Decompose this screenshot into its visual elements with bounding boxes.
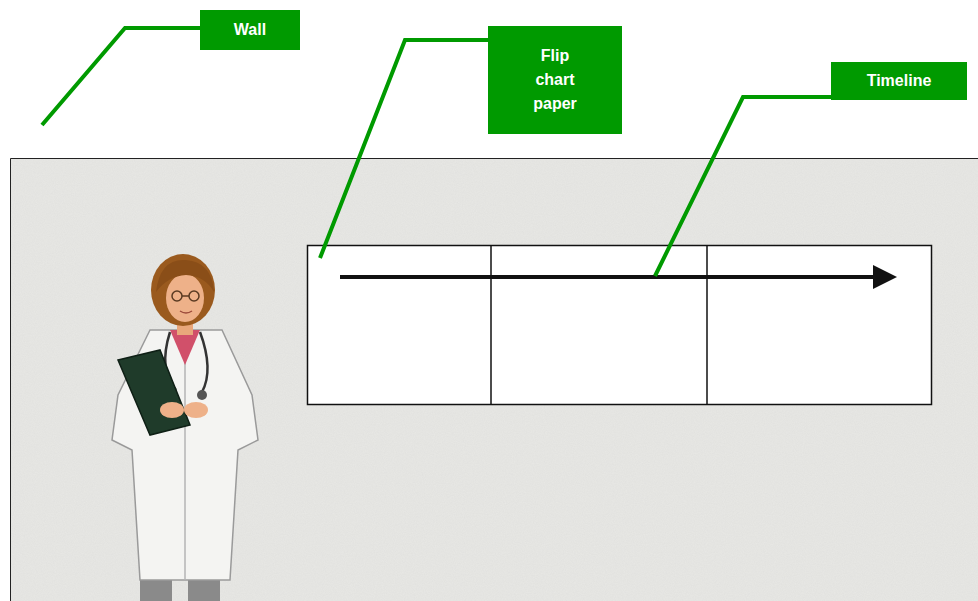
- wall: [10, 158, 978, 601]
- flip-chart: [308, 246, 932, 405]
- timeline-arrow: [340, 275, 893, 279]
- callout-box: Flip chart paper: [488, 26, 622, 134]
- doctor-figure: [112, 254, 258, 601]
- callout-label: Flip chart paper: [525, 44, 585, 116]
- leader-lines: [42, 28, 831, 276]
- callout-label: Timeline: [867, 69, 932, 93]
- callout-label: Wall: [234, 18, 266, 42]
- callout-box: Wall: [200, 10, 300, 50]
- callout-box: Timeline: [831, 62, 967, 100]
